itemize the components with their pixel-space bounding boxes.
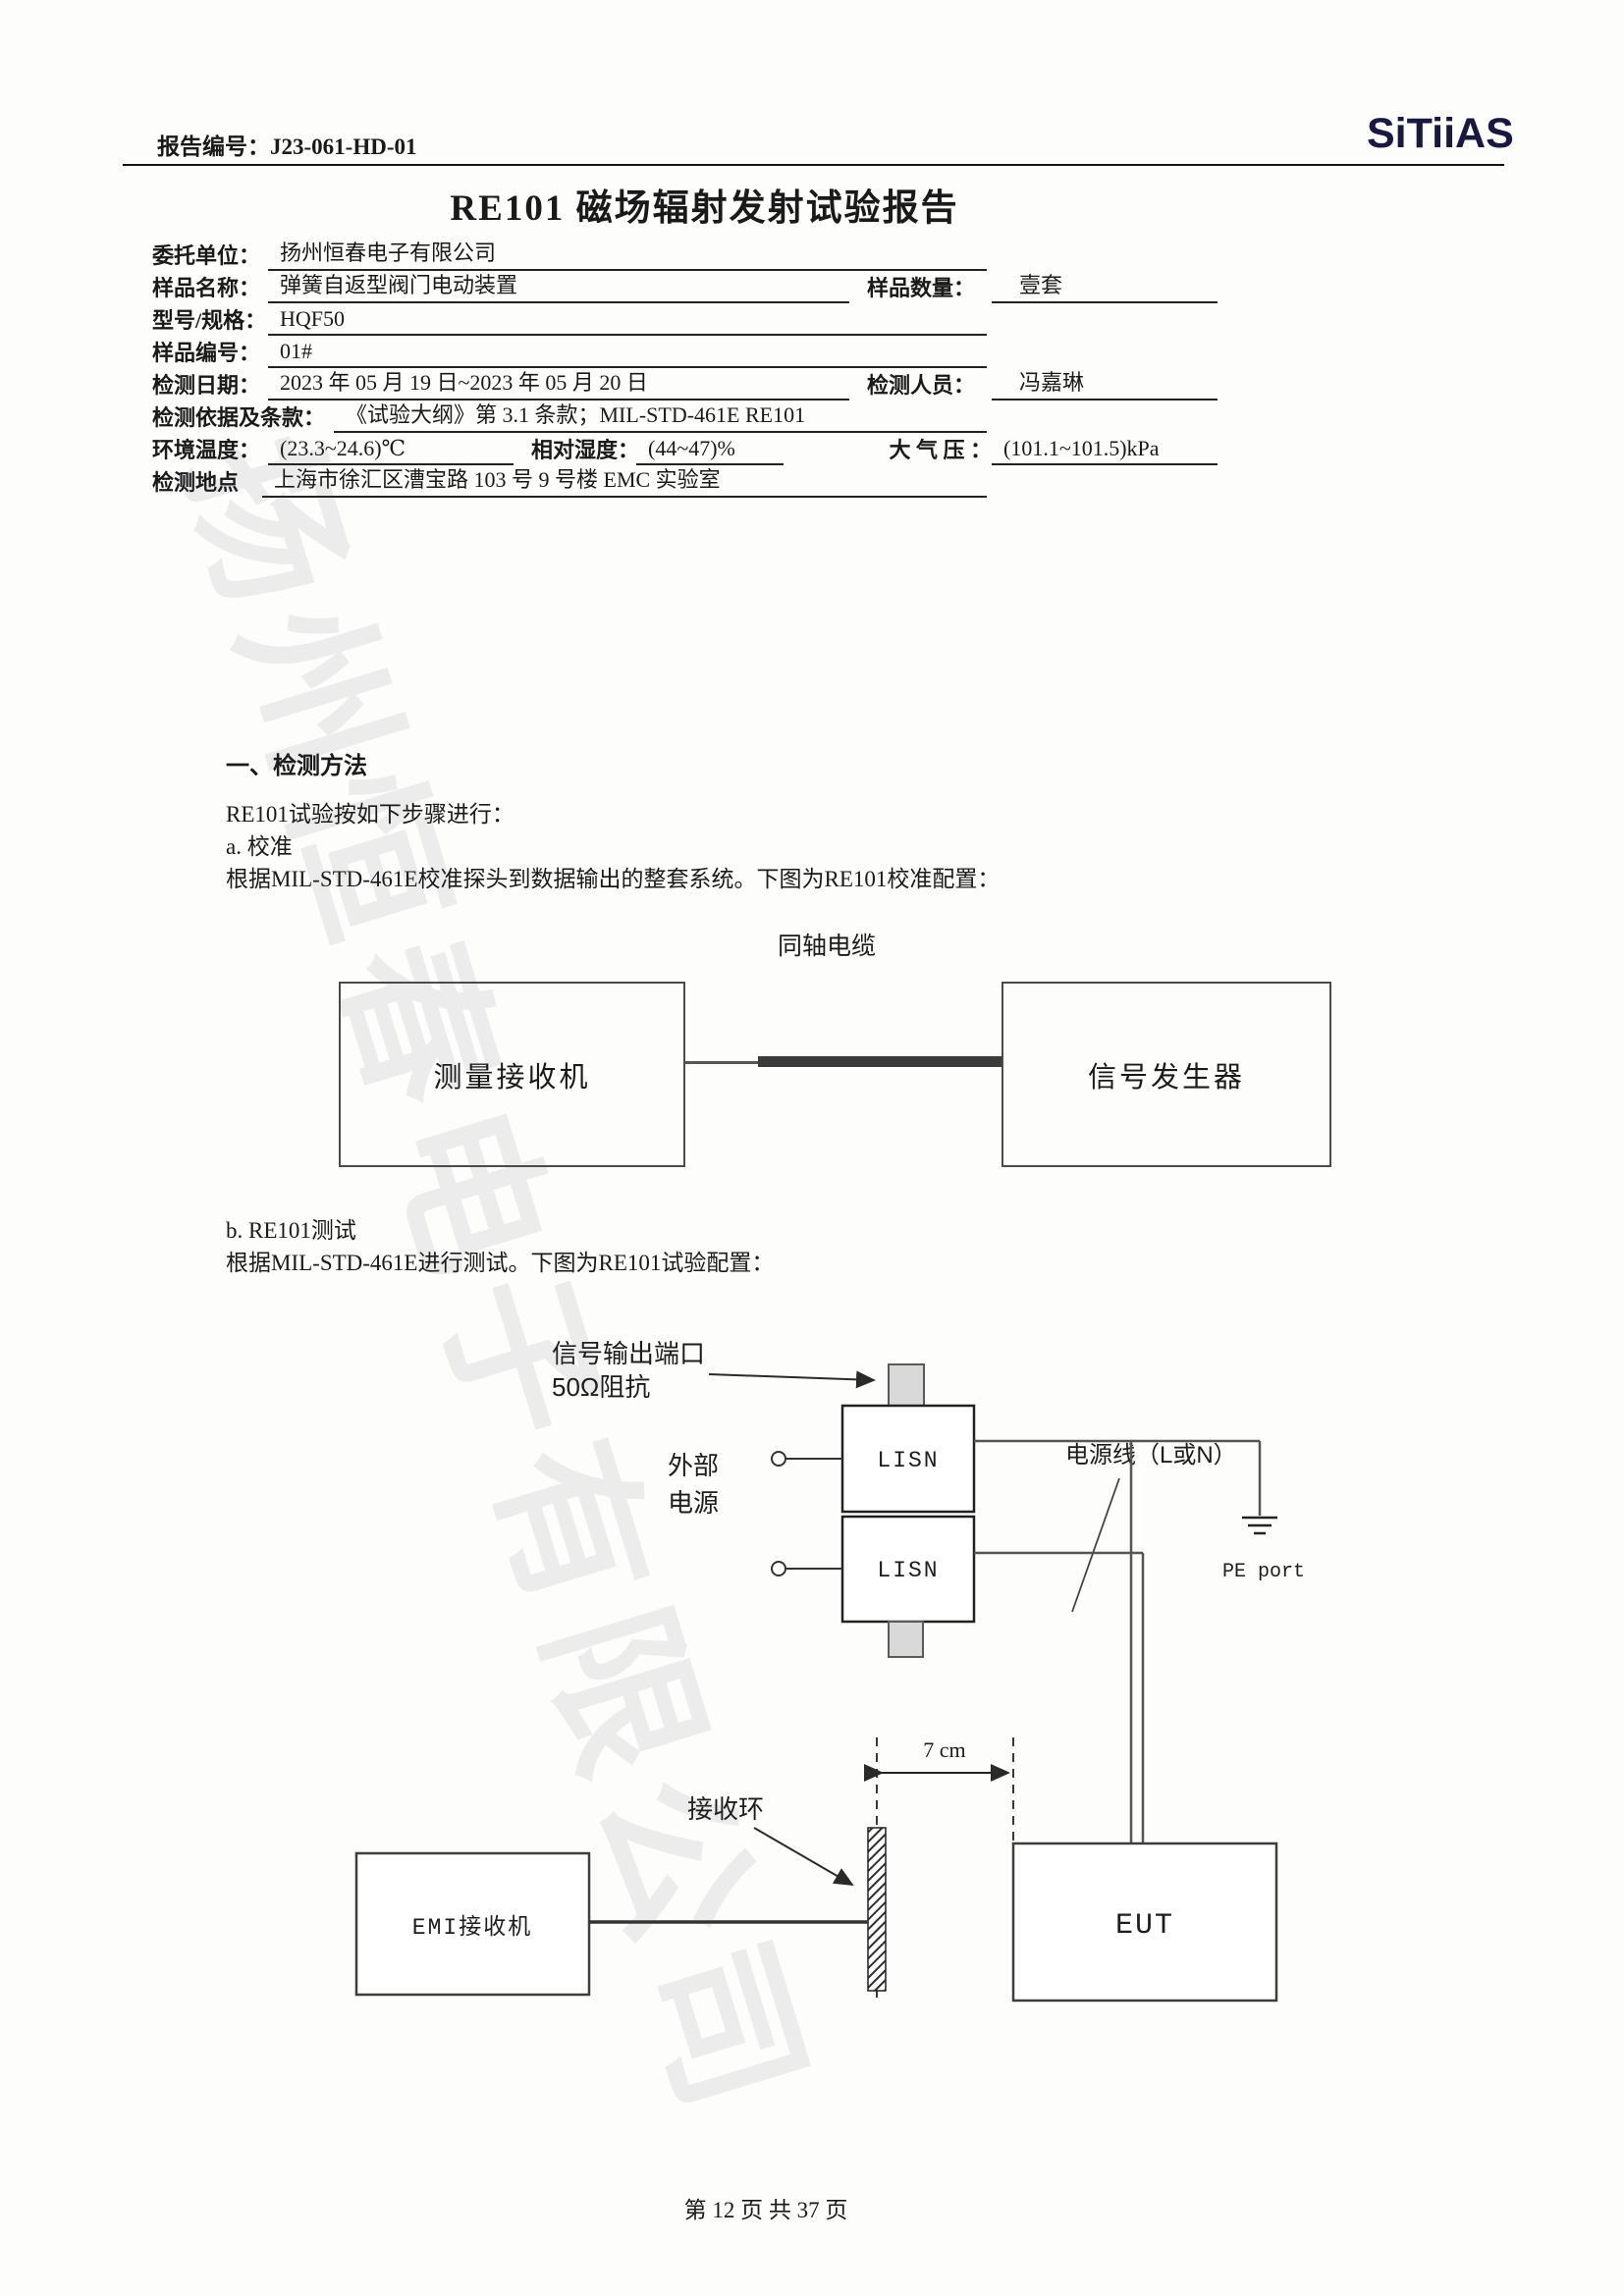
external-power-label-line2: 电源: [668, 1488, 719, 1518]
client-label: 委托单位：: [152, 243, 261, 268]
humidity-label: 相对湿度：: [531, 438, 640, 462]
page-footer: 第 12 页 共 37 页: [683, 2198, 848, 2222]
external-power-label-line1: 外部: [668, 1451, 719, 1480]
report-number-value: J23-061-HD-01: [270, 134, 417, 159]
test-setup-diagram: 信号输出端口 50Ω阻抗 LISN LISN 外部 电源 电源线（L或N）: [354, 1339, 1305, 2002]
measuring-receiver-box: 测量接收机: [339, 982, 685, 1167]
receiving-loop-label: 接收环: [687, 1794, 764, 1824]
method-section-heading: 一、检测方法: [226, 753, 367, 779]
temperature-value: (23.3~24.6)℃: [268, 436, 514, 465]
pe-ground-icon: [1242, 1516, 1277, 1535]
tester-label: 检测人员：: [867, 373, 976, 398]
test-date-value: 2023 年 05 月 19 日~2023 年 05 月 20 日: [268, 365, 849, 400]
basis-label: 检测依据及条款：: [152, 405, 326, 430]
power-cable-pointer: [1071, 1477, 1120, 1613]
model-value: HQF50: [268, 306, 987, 336]
sample-no-label: 样品编号：: [152, 341, 261, 365]
lisn-bottom-connector: [888, 1621, 924, 1658]
form-row-client: 委托单位： 扬州恒春电子有限公司: [152, 239, 1218, 271]
emi-receiver-label: EMI接收机: [412, 1914, 532, 1941]
sample-name-label: 样品名称：: [152, 276, 261, 300]
lisn-top-box: [840, 1404, 976, 1514]
header-divider: [123, 164, 1504, 166]
location-label: 检测地点: [152, 470, 240, 495]
sample-qty-label: 样品数量：: [867, 276, 976, 300]
pressure-label: 大 气 压 ：: [889, 438, 992, 462]
form-row-sample-name: 样品名称： 弹簧自返型阀门电动装置 样品数量： 壹套: [152, 271, 1218, 303]
lab-logo: SiTiiAS: [1367, 110, 1514, 157]
page-title: RE101 磁场辐射发射试验报告: [450, 188, 959, 229]
tester-value: 冯嘉琳: [992, 365, 1218, 400]
pressure-value: (101.1~101.5)kPa: [992, 436, 1218, 465]
emi-receiver-box: [354, 1851, 591, 1997]
location-value: 上海市徐汇区漕宝路 103 号 9 号楼 EMC 实验室: [262, 462, 987, 498]
distance-dashed-lines: [876, 1737, 1014, 1998]
method-paragraph-steps: RE101试验按如下步骤进行：: [226, 802, 514, 827]
eut-box: [1011, 1842, 1278, 2002]
signal-port-label-line1: 信号输出端口: [552, 1339, 705, 1368]
form-row-location: 检测地点 上海市徐汇区漕宝路 103 号 9 号楼 EMC 实验室: [152, 465, 1218, 498]
measuring-receiver-label: 测量接收机: [433, 1061, 591, 1094]
sample-name-value: 弹簧自返型阀门电动装置: [268, 268, 849, 303]
coaxial-cable-label: 同轴电缆: [777, 933, 876, 960]
power-cables: [974, 1439, 1262, 1843]
basis-value: 《试验大纲》第 3.1 条款；MIL-STD-461E RE101: [334, 398, 987, 433]
sample-qty-value: 壹套: [992, 268, 1218, 303]
power-cable-label: 电源线（L或N）: [1065, 1442, 1237, 1468]
signal-generator-label: 信号发生器: [1087, 1061, 1245, 1094]
form-row-model: 型号/规格： HQF50: [152, 303, 1218, 336]
lisn-top-label: LISN: [877, 1448, 939, 1473]
receiving-loop-antenna: [867, 1827, 887, 1992]
model-label: 型号/规格：: [152, 308, 267, 333]
form-row-date: 检测日期： 2023 年 05 月 19 日~2023 年 05 月 20 日 …: [152, 368, 1218, 400]
method-paragraph-calibration: a. 校准: [226, 834, 293, 859]
report-info-form: 委托单位： 扬州恒春电子有限公司 样品名称： 弹簧自返型阀门电动装置 样品数量：…: [152, 239, 1218, 498]
signal-generator-box: 信号发生器: [1001, 982, 1331, 1167]
power-terminals: [771, 1451, 842, 1576]
temperature-label: 环境温度：: [152, 438, 261, 462]
signal-port-pointer-arrow: [708, 1370, 876, 1389]
signal-port-label-line2: 50Ω阻抗: [552, 1372, 650, 1402]
form-row-basis: 检测依据及条款： 《试验大纲》第 3.1 条款；MIL-STD-461E RE1…: [152, 400, 1218, 433]
lisn-top-connector: [888, 1363, 925, 1407]
pe-port-label: PE port: [1222, 1561, 1305, 1583]
eut-label: EUT: [1115, 1909, 1174, 1943]
distance-label: 7 cm: [923, 1737, 965, 1762]
method-paragraph-test-desc: 根据MIL-STD-461E进行测试。下图为RE101试验配置：: [226, 1251, 775, 1275]
lisn-bottom-label: LISN: [877, 1558, 939, 1583]
method-paragraph-calibration-desc: 根据MIL-STD-461E校准探头到数据输出的整套系统。下图为RE101校准配…: [226, 867, 1001, 891]
sample-no-value: 01#: [268, 339, 987, 368]
form-row-environment: 环境温度： (23.3~24.6)℃ 相对湿度： (44~47)% 大 气 压 …: [152, 433, 1218, 465]
form-row-sample-no: 样品编号： 01#: [152, 336, 1218, 368]
method-paragraph-test: b. RE101测试: [226, 1218, 356, 1243]
client-value: 扬州恒春电子有限公司: [268, 236, 987, 271]
test-date-label: 检测日期：: [152, 373, 261, 398]
receiving-loop-pointer-arrow: [753, 1827, 854, 1887]
report-number-label: 报告编号：: [157, 134, 270, 159]
lisn-bottom-box: [840, 1515, 976, 1624]
coaxial-cable-thick-segment: [758, 1056, 1003, 1067]
humidity-value: (44~47)%: [636, 436, 784, 465]
report-number: 报告编号：J23-061-HD-01: [157, 128, 416, 161]
